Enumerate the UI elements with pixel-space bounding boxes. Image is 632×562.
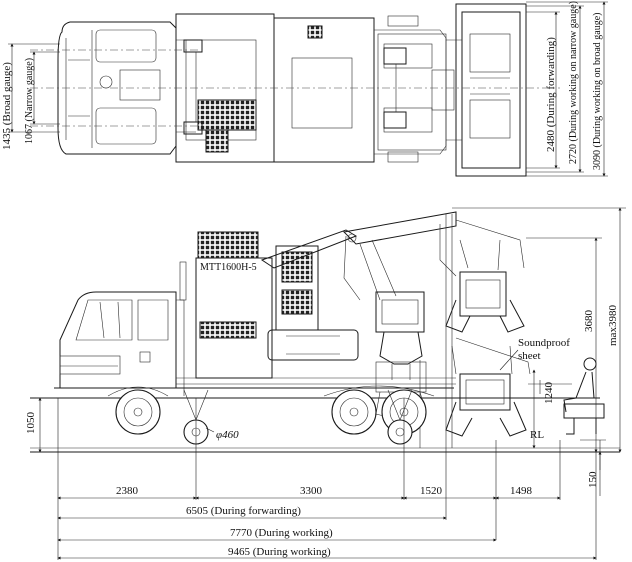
dim-broad-gauge: 1435 (Broad gauge) [1,43,60,150]
mesh-side [199,321,257,339]
plan-view: 1435 (Broad gauge) 1067 (Narrow gauge) 2… [1,1,608,177]
plan-mesh-panel [197,99,257,131]
label-1050: 1050 [25,412,37,435]
plan-tamping-frame [431,3,527,177]
label-1498: 1498 [510,485,533,497]
label-width-forwarding: 2480 (During forwarding) [545,37,557,152]
equipment-box: MTT1600H-5 [195,231,359,379]
plan-body [175,13,447,163]
label-model: MTT1600H-5 [200,262,257,273]
dim-row-1: 2380 3300 1520 1498 [57,485,561,500]
tamping-unit-upper [375,219,525,380]
support-column [445,214,453,448]
plan-mesh-panel-small [205,129,229,153]
dim-narrow-gauge: 1067 (Narrow gauge) [24,51,60,144]
label-9465: 9465 (During working) [228,546,331,558]
plan-rail-lines [30,49,200,127]
dim-1050: 1050 [25,397,56,453]
label-soundproof-2: sheet [518,350,541,362]
dim-150: 150 [580,439,606,496]
dim-overall-lengths: 6505 (During forwarding) 7770 (During wo… [57,498,597,560]
dim-width-narrow: 2720 (During working on narrow gauge) [526,1,584,173]
soundproof-sheet-callout: Soundproof sheet [499,337,570,371]
label-narrow-gauge: 1067 (Narrow gauge) [24,58,35,144]
label-1520: 1520 [420,485,443,497]
plan-axles [183,39,407,135]
truck-wheels [107,385,435,435]
dim-heights-right: 3680 max3980 [452,207,626,453]
truck-cab [59,261,187,396]
label-150: 150 [587,471,599,488]
mesh-top [197,231,259,259]
label-width-broad: 3090 (During working on broad gauge) [592,13,603,170]
dim-width-forwarding: 2480 (During forwarding) [526,11,560,169]
label-7770: 7770 (During working) [230,527,333,539]
label-width-narrow: 2720 (During working on narrow gauge) [568,1,579,164]
label-max3980: max3980 [607,305,619,346]
label-rl: RL [530,429,544,441]
extension-lines [57,398,597,560]
dim-width-broad: 3090 (During working on broad gauge) [526,1,608,177]
label-broad-gauge: 1435 (Broad gauge) [1,62,13,150]
label-1240: 1240 [543,382,555,405]
label-3300: 3300 [300,485,323,497]
side-view: MTT1600H-5 [25,207,626,560]
label-soundproof-1: Soundproof [518,337,570,349]
label-3680: 3680 [583,310,595,333]
dim-1240: 1240 RL [530,369,555,449]
mesh-upper-right [281,251,313,283]
plan-mesh-vent [307,25,323,39]
label-2380: 2380 [116,485,139,497]
boom-arm [260,211,457,301]
mesh-lower-right [281,289,313,315]
label-wheel-dia: φ460 [216,429,239,441]
operator-figure [528,357,605,435]
label-6505: 6505 (During forwarding) [186,505,301,517]
